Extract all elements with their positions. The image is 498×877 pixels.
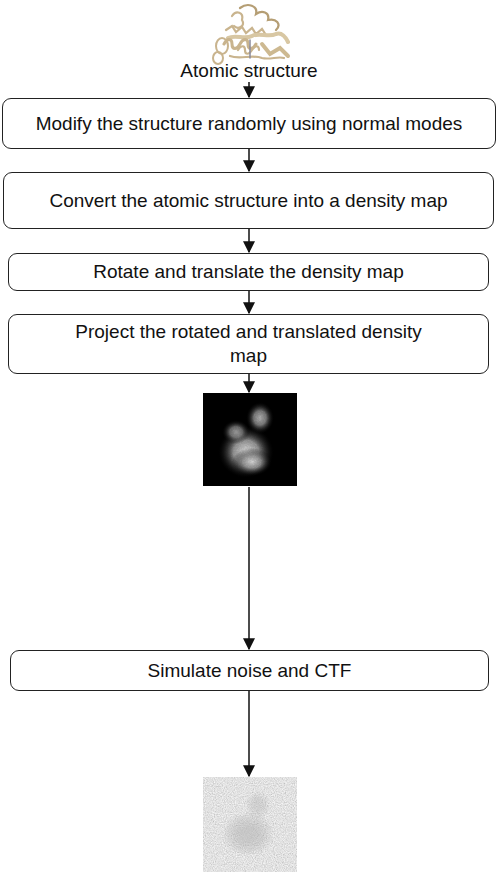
- box-text: Simulate noise and CTF: [148, 659, 352, 683]
- box-text: Modify the structure randomly using norm…: [36, 112, 463, 136]
- process-box: Project the rotated and translated densi…: [8, 314, 489, 374]
- structure-label: Atomic structure: [180, 60, 317, 82]
- box-text: Project the rotated and translated densi…: [59, 320, 439, 368]
- process-box: Convert the atomic structure into a dens…: [3, 172, 494, 229]
- flow-arrow: [248, 149, 250, 171]
- flow-arrow: [248, 291, 250, 313]
- projection-image: [203, 393, 297, 486]
- box-text: Convert the atomic structure into a dens…: [49, 189, 447, 213]
- noisy-projection-image: [203, 777, 297, 872]
- process-box: Rotate and translate the density map: [8, 253, 489, 291]
- flow-arrow: [248, 229, 250, 252]
- protein-structure: [213, 5, 288, 64]
- process-box: Modify the structure randomly using norm…: [2, 98, 496, 149]
- box-text: Rotate and translate the density map: [93, 260, 404, 284]
- process-box: Simulate noise and CTF: [10, 650, 489, 691]
